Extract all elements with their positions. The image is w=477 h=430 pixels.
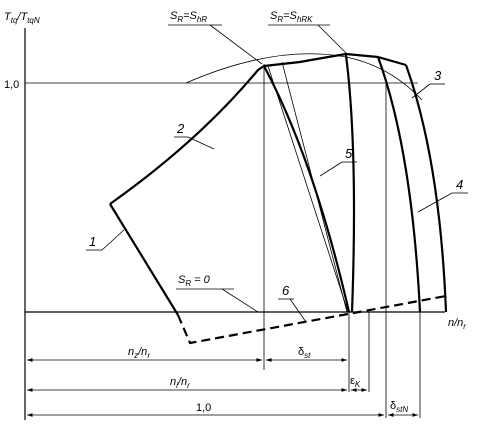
marker-sr-shr: SR=ShR: [170, 10, 207, 24]
marker-sr-shrk-leader: [317, 24, 348, 55]
marker-sr-shr-leader: [209, 24, 263, 65]
torque-arc: [185, 53, 423, 101]
label-2-leader: [187, 136, 215, 150]
y-axis-label: Ttq/TtqN: [4, 11, 40, 25]
marker-sr-zero: SR = 0: [178, 274, 211, 288]
curve-6: [176, 294, 447, 345]
curve-k: [344, 54, 356, 313]
curve-peak: [263, 52, 407, 68]
curve-4: [376, 56, 422, 313]
label-6: 6: [282, 283, 290, 298]
dim-one-label: 1,0: [196, 402, 211, 414]
curve-1: [109, 203, 179, 316]
label-3-leader: [411, 83, 431, 99]
marker-sr-zero-leader: [221, 288, 259, 313]
y-tick-label: 1,0: [4, 79, 19, 91]
label-2: 2: [176, 121, 185, 136]
label-3: 3: [434, 68, 442, 83]
dim-ni-label: ni/nr: [170, 376, 190, 390]
label-5-leader: [319, 161, 343, 177]
dim-nz-label: nz/nr: [128, 346, 150, 360]
dim-delta-st-label: δst: [298, 346, 311, 360]
x-axis-label: n/nr: [448, 317, 466, 331]
curve-2: [109, 65, 265, 205]
label-4: 4: [456, 177, 463, 192]
label-1: 1: [89, 234, 96, 249]
dim-eps-label: εK: [350, 375, 361, 389]
label-6-leader: [289, 298, 307, 323]
slope-line-a: [267, 65, 349, 313]
curve-3: [404, 64, 448, 313]
curve-5: [263, 65, 351, 313]
marker-sr-shrk: SR=ShRK: [270, 10, 313, 24]
label-1-leader: [101, 229, 125, 251]
label-4-leader: [417, 192, 453, 213]
label-5: 5: [345, 146, 353, 161]
dim-delta-stn-label: δstN: [390, 400, 408, 414]
